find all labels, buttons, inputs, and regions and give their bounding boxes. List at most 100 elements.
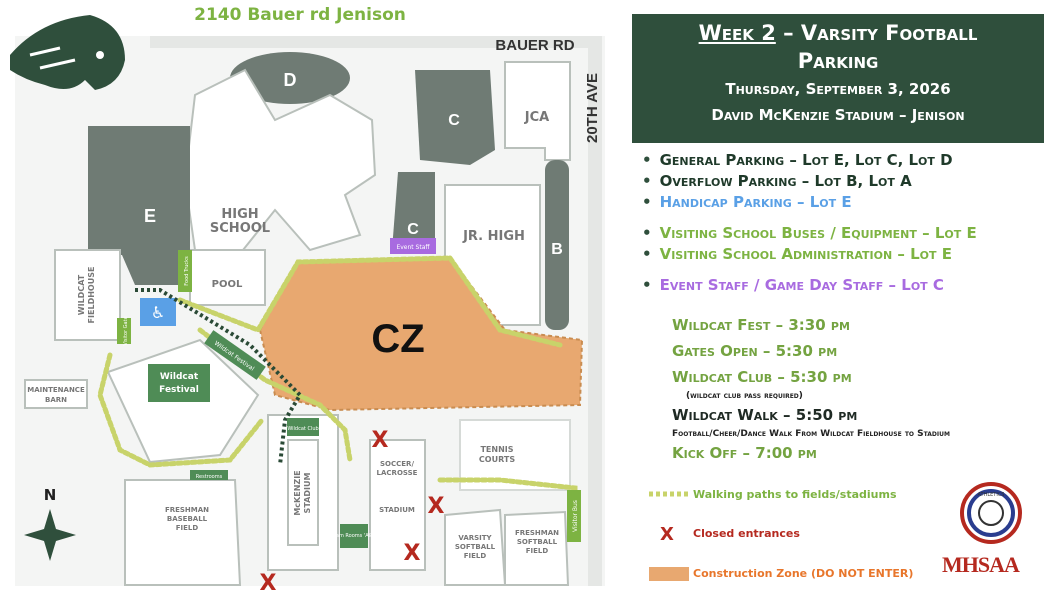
parking-item: Handicap Parking – Lot E bbox=[642, 192, 977, 213]
mckenzie-label-2: STADIUM bbox=[303, 473, 312, 514]
schedule-gates: Gates Open – 5:30 pm bbox=[672, 342, 838, 360]
parking-item: Visiting School Buses / Equipment – Lot … bbox=[642, 223, 977, 244]
header-box: Week 2 – Varsity Football Parking Thursd… bbox=[632, 14, 1044, 143]
freshman-softball-label-2: SOFTBALL bbox=[517, 538, 558, 546]
freshman-softball-label-1: FRESHMAN bbox=[515, 529, 559, 537]
visitor-bus-tag bbox=[567, 490, 581, 542]
fieldhouse-label-1: WILDCAT bbox=[77, 274, 86, 315]
wildcat-club-label: Wildcat Club bbox=[287, 426, 318, 432]
wildcat-logo-icon bbox=[10, 15, 125, 90]
jr-high-label: JR. HIGH bbox=[462, 229, 525, 244]
visitor-gate-label: Visitor Gate bbox=[123, 316, 129, 345]
lot-d bbox=[230, 52, 350, 104]
address-label: 2140 Bauer rd Jenison bbox=[194, 5, 406, 25]
food-trucks-tag bbox=[178, 250, 192, 292]
event-staff-tag-label: Event Staff bbox=[396, 244, 430, 251]
week-label: Week 2 bbox=[698, 21, 776, 45]
soccer-label-1: SOCCER/ bbox=[380, 460, 414, 468]
freshman-baseball-label-3: FIELD bbox=[176, 524, 199, 532]
lot-b-label: B bbox=[551, 241, 563, 258]
handicap-parking bbox=[140, 298, 176, 326]
compass-north-label: N bbox=[44, 486, 57, 504]
schedule-club: Wildcat Club – 5:30 pm bbox=[672, 368, 852, 386]
schedule-fest: Wildcat Fest – 3:30 pm bbox=[672, 316, 850, 334]
20th-ave-label: 20TH AVE bbox=[584, 73, 601, 143]
cz-legend-icon bbox=[649, 567, 689, 581]
fieldhouse-label-2: FIELDHOUSE bbox=[87, 267, 96, 324]
freshman-softball-label-3: FIELD bbox=[526, 547, 549, 555]
schedule-walk: Wildcat Walk – 5:50 pm bbox=[672, 406, 858, 424]
parking-item: Event Staff / Game Day Staff – Lot C bbox=[642, 275, 977, 296]
maintenance-barn bbox=[24, 379, 88, 409]
closed-legend-icon: X bbox=[660, 524, 674, 545]
event-venue: David McKenzie Stadium – Jenison bbox=[711, 106, 965, 124]
lot-c-top-label: C bbox=[448, 112, 460, 129]
schedule-walk-note: Football/Cheer/Dance Walk From Wildcat F… bbox=[672, 429, 950, 439]
varsity-softball-label-2: SOFTBALL bbox=[455, 543, 496, 551]
closed-entrance-mark: X bbox=[260, 571, 277, 596]
legend-closed: Closed entrances bbox=[693, 527, 800, 540]
wildcat-festival-tag bbox=[148, 364, 210, 402]
bauer-rd-label: BAUER RD bbox=[495, 37, 574, 54]
event-staff-tag bbox=[390, 238, 436, 254]
pool-label: POOL bbox=[212, 279, 243, 290]
event-date: Thursday, September 3, 2026 bbox=[725, 80, 951, 98]
varsity-softball-label-3: FIELD bbox=[464, 552, 487, 560]
legend-symbols: X bbox=[649, 491, 689, 581]
maintenance-label-1: MAINTENANCE bbox=[27, 386, 85, 394]
wildcat-walk-path bbox=[135, 288, 303, 466]
parking-list: General Parking – Lot E, Lot C, Lot D Ov… bbox=[642, 150, 977, 296]
mckenzie-label-1: McKENZIE bbox=[293, 470, 302, 515]
title-parking: Parking bbox=[797, 49, 879, 73]
legend-construction: Construction Zone (DO NOT ENTER) bbox=[693, 567, 914, 580]
freshman-baseball-label-2: BASEBALL bbox=[167, 515, 208, 523]
20th-ave bbox=[588, 36, 602, 586]
athletics-seal-logo: ATHLETICS bbox=[960, 482, 1022, 544]
restrooms-tag bbox=[190, 470, 228, 480]
wheelchair-icon: ♿ bbox=[151, 303, 165, 322]
wildcat-festival-path-tag bbox=[204, 330, 266, 380]
festival-label-1: Wildcat bbox=[160, 372, 199, 382]
freshman-softball-field bbox=[504, 510, 570, 586]
legend-walking: Walking paths to fields/stadiums bbox=[693, 488, 897, 501]
high-school-label-1: HIGH bbox=[221, 207, 258, 222]
lot-c-bottom bbox=[392, 172, 435, 250]
parking-item: General Parking – Lot E, Lot C, Lot D bbox=[642, 150, 977, 171]
closed-entrance-mark: X bbox=[404, 541, 421, 566]
maintenance-label-2: BARN bbox=[45, 396, 67, 404]
lot-e bbox=[88, 126, 190, 285]
schedule-club-note: (wildcat club pass required) bbox=[686, 391, 803, 401]
team-rooms-tag bbox=[340, 524, 368, 548]
festival-label-2: Festival bbox=[159, 385, 199, 395]
jca-label: JCA bbox=[524, 110, 549, 125]
high-school-label-2: SCHOOL bbox=[210, 221, 270, 236]
tennis-label-1: TENNIS bbox=[480, 445, 513, 454]
restrooms-label: Restrooms bbox=[196, 474, 223, 480]
high-school-building bbox=[183, 68, 377, 306]
wildcat-club-tag bbox=[287, 418, 319, 436]
visitor-bus-label: Visitor Bus bbox=[572, 500, 579, 532]
campus-map: D HIGH SCHOOL POOL E ♿ WILDCAT FIELDHOUS… bbox=[10, 5, 605, 596]
visitor-gate-tag bbox=[117, 318, 131, 344]
lot-b bbox=[545, 160, 569, 330]
title-rest: – Varsity Football bbox=[775, 21, 978, 45]
lot-c-bottom-label: C bbox=[407, 221, 419, 238]
stadium-label: STADIUM bbox=[379, 506, 415, 514]
lot-c-top bbox=[415, 70, 495, 165]
freshman-baseball-field bbox=[124, 479, 242, 586]
schedule: Wildcat Fest – 3:30 pm Gates Open – 5:30… bbox=[672, 312, 950, 466]
mhsaa-logo: MHSAA bbox=[942, 552, 1020, 577]
bauer-rd bbox=[150, 36, 600, 48]
jca-building bbox=[504, 61, 571, 161]
freshman-baseball-label-1: FRESHMAN bbox=[165, 506, 209, 514]
parking-item: Overflow Parking – Lot B, Lot A bbox=[642, 171, 977, 192]
varsity-softball-label-1: VARSITY bbox=[458, 534, 492, 542]
soccer-stadium bbox=[369, 439, 426, 571]
tennis-label-2: COURTS bbox=[479, 455, 515, 464]
lot-e-label: E bbox=[144, 206, 156, 226]
parking-item: Visiting School Administration – Lot E bbox=[642, 244, 977, 265]
closed-entrance-mark: X bbox=[428, 494, 445, 519]
soccer-label-2: LACROSSE bbox=[377, 469, 418, 477]
food-trucks-label: Food Trucks bbox=[184, 256, 190, 286]
compass-icon bbox=[24, 509, 76, 561]
